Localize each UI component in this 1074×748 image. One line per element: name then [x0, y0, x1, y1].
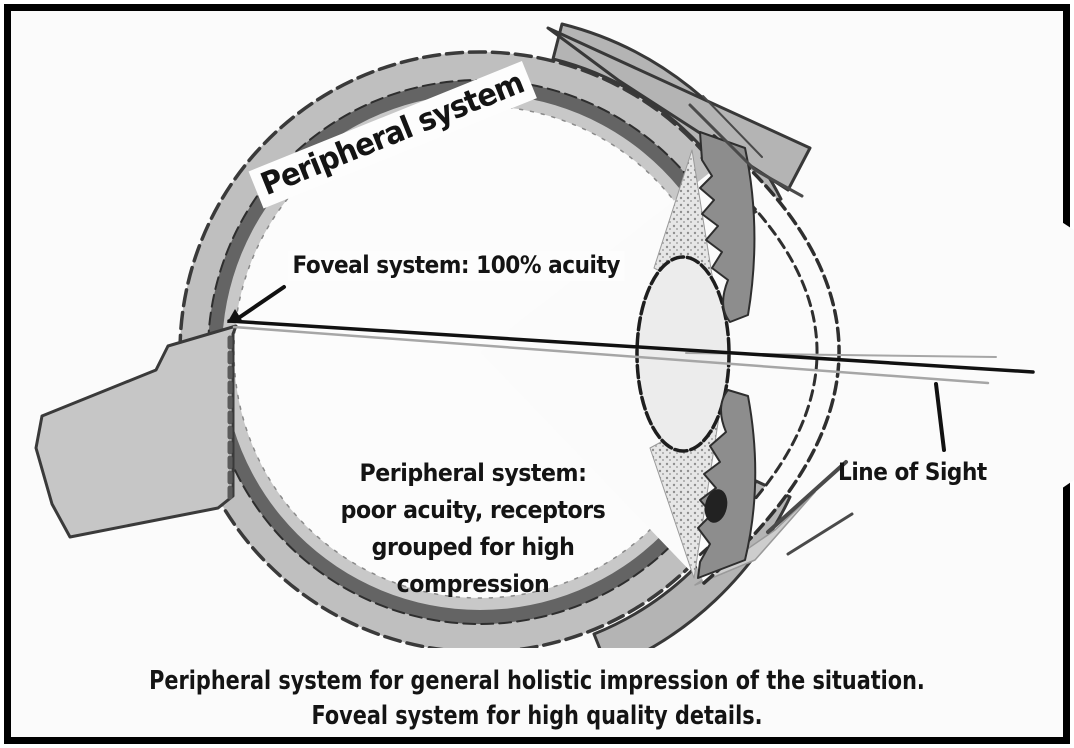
- caption-line-2: Foveal system for high quality details.: [311, 701, 763, 731]
- peripheral-detail-line-3: grouped for high: [371, 533, 575, 561]
- ciliary-iris-lower: [697, 389, 757, 579]
- peripheral-detail-line-1: Peripheral system:: [359, 459, 587, 487]
- cornea-cutout: [480, 75, 1074, 675]
- inferior-tendon-line1: [766, 460, 848, 534]
- fovea-arrow-head: [227, 309, 243, 323]
- cornea-fill: [694, 136, 840, 583]
- inferior-tendon-line2: [786, 512, 854, 556]
- line-of-sight-pointer: [934, 382, 946, 452]
- peripheral-detail-label: Peripheral system: poor acuity, receptor…: [298, 455, 648, 603]
- peripheral-detail-line-4: compression: [396, 570, 550, 598]
- optic-nerve: [34, 324, 238, 539]
- foveal-system-label: Foveal system: 100% acuity: [288, 251, 625, 281]
- line-of-sight-label: Line of Sight: [838, 458, 987, 486]
- ciliary-iris-upper: [699, 131, 756, 323]
- fovea-arrow-shaft: [238, 285, 286, 319]
- line-of-sight-line: [227, 319, 1035, 374]
- figure-caption: Peripheral system for general holistic i…: [11, 648, 1063, 737]
- caption-line-1: Peripheral system for general holistic i…: [149, 666, 925, 696]
- secondary-gray-line: [232, 325, 990, 385]
- peripheral-detail-line-2: poor acuity, receptors: [340, 496, 606, 524]
- superior-tendon-lines: [688, 103, 804, 198]
- iris-pigment-blob: [704, 489, 728, 523]
- superior-tendon-line2: [702, 95, 763, 158]
